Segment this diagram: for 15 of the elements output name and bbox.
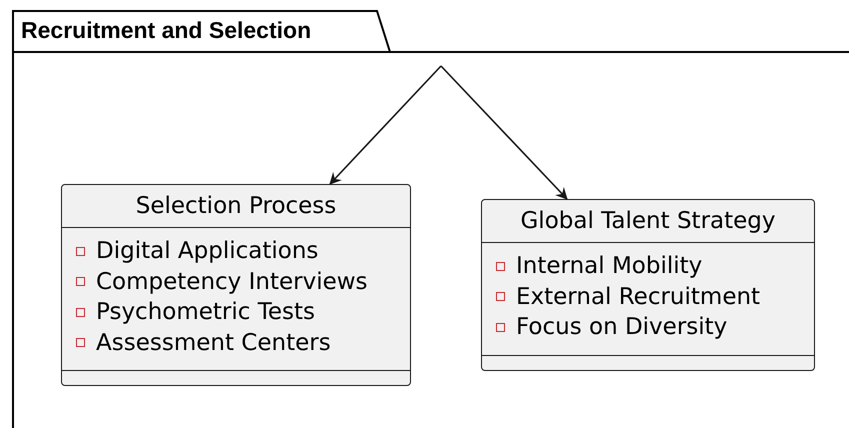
attribute-name: Psychometric Tests bbox=[96, 299, 316, 326]
class-box bbox=[481, 199, 815, 371]
attribute-name: Competency Interviews bbox=[96, 268, 368, 295]
class-box bbox=[61, 184, 411, 386]
class-name: Selection Process bbox=[136, 192, 336, 221]
package-frame bbox=[12, 10, 849, 428]
arrow bbox=[329, 65, 442, 185]
attribute-name: Assessment Centers bbox=[96, 330, 331, 356]
attribute-name: Focus on Diversity bbox=[516, 314, 728, 340]
attribute-name: External Recruitment bbox=[516, 284, 760, 310]
attribute-name: Internal Mobility bbox=[516, 253, 702, 280]
attribute-name: Digital Applications bbox=[96, 238, 318, 264]
package-title: Recruitment and Selection bbox=[21, 17, 312, 44]
class-name: Global Talent Strategy bbox=[520, 207, 776, 236]
arrow bbox=[440, 65, 568, 200]
